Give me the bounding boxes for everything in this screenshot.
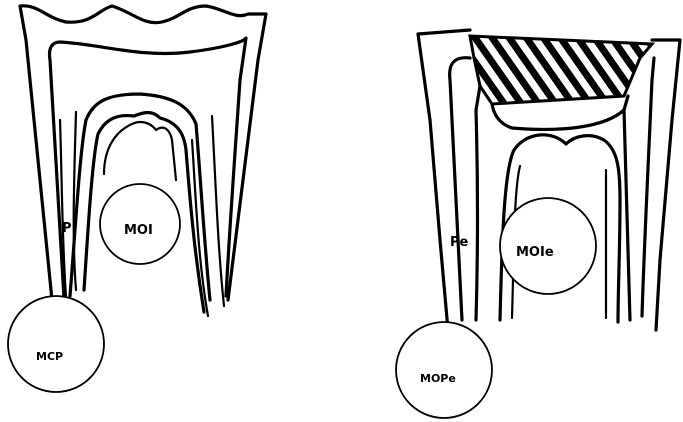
right-pulp-outline — [492, 104, 624, 129]
left-moi-label: MOI — [124, 223, 153, 238]
right-tooth: MOIe Pe MOPe — [396, 30, 680, 418]
right-moie-label: MOIe — [516, 245, 554, 260]
right-mope-label: MOPe — [420, 372, 456, 385]
right-tooth-inner-right — [624, 58, 654, 320]
right-restoration — [470, 36, 652, 104]
left-tooth: MOI P MCP — [8, 6, 266, 392]
right-tooth-inner-left — [450, 58, 480, 320]
left-mcp-label: MCP — [36, 350, 63, 363]
right-pulp-label: Pe — [450, 235, 469, 250]
left-pulp-label: P — [62, 221, 72, 236]
right-mope-circle — [396, 322, 492, 418]
left-mcp-circle — [8, 296, 104, 392]
left-pulp-horn — [104, 122, 176, 180]
